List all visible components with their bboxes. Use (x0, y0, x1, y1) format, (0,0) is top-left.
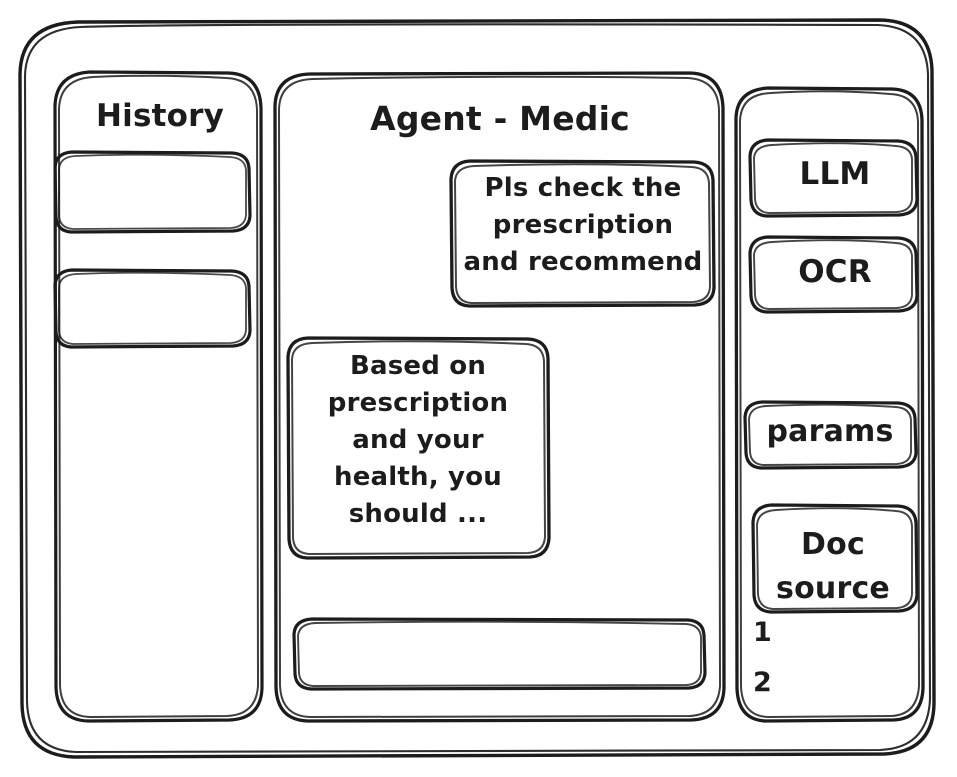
message-input[interactable] (294, 619, 705, 689)
agent-message-bubble (288, 338, 549, 558)
user-message-text: Pls check the prescription and recommend (463, 173, 703, 277)
doc-source-item-1[interactable]: 1 (753, 617, 772, 648)
tool-button-llm-label: LLM (799, 156, 871, 192)
doc-source-box[interactable] (753, 505, 917, 612)
history-item[interactable] (55, 270, 250, 347)
tool-button-ocr[interactable] (750, 237, 917, 312)
doc-source-item-2[interactable]: 2 (753, 667, 772, 698)
history-item[interactable] (55, 152, 250, 232)
tool-button-params-label: params (766, 414, 894, 449)
tool-button-llm[interactable] (750, 140, 917, 216)
tool-button-ocr-label: OCR (798, 254, 872, 290)
doc-source-label: Doc source (776, 527, 890, 606)
history-panel-title: History (95, 98, 225, 134)
agent-message-text: Based on prescription and your health, y… (327, 351, 509, 529)
user-message-bubble (451, 161, 714, 306)
page-title: Agent - Medic (370, 99, 630, 138)
tool-button-params[interactable] (745, 402, 916, 468)
